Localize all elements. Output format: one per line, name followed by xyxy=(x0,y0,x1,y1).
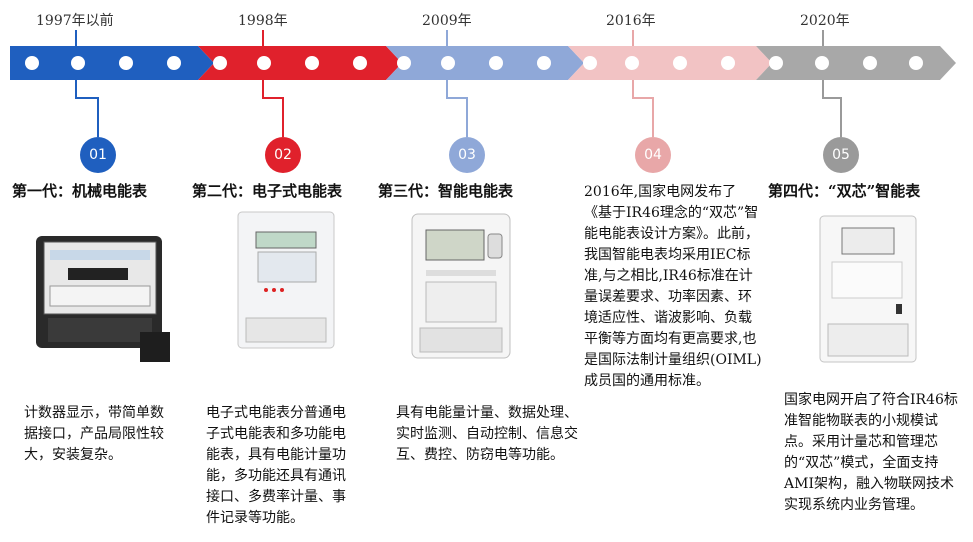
year-label-5: 2020年 xyxy=(800,13,850,29)
connector-3-a xyxy=(446,80,448,98)
description-3: 具有电能量计量、数据处理、实时监测、自动控制、信息交互、费控、防窃电等功能。 xyxy=(396,405,578,463)
connector-1-a xyxy=(75,80,77,98)
year-label-1: 1997年以前 xyxy=(36,13,114,29)
connector-1-c xyxy=(97,97,99,137)
generation-title-2: 第二代：电子式电能表 xyxy=(192,182,343,200)
connector-3-c xyxy=(466,97,468,137)
connector-5-b xyxy=(822,97,842,99)
stage-number-4: 04 xyxy=(635,137,671,173)
description-5: 国家电网开启了符合IR46标准智能物联表的小规模试点。采用计量芯和管理芯的“双芯… xyxy=(784,392,958,513)
mechanical-meter-image xyxy=(36,236,170,362)
connector-4-b xyxy=(632,97,654,99)
year-tick-4 xyxy=(632,30,634,46)
electronic-meter-image xyxy=(237,211,335,349)
stage-number-2: 02 xyxy=(265,137,301,173)
connector-4-a xyxy=(632,80,634,98)
generation-title-1: 第一代：机械电能表 xyxy=(12,182,148,200)
stage-number-3: 03 xyxy=(449,137,485,173)
description-2: 电子式电能表分普通电子式电能表和多功能电能表，具有电能计量功能，多功能还具有通讯… xyxy=(206,405,346,526)
timeline-segment-2 xyxy=(198,46,402,80)
timeline-segment-3 xyxy=(386,46,584,80)
year-tick-3 xyxy=(446,30,448,46)
connector-5-c xyxy=(840,97,842,137)
description-4: 2016年,国家电网发布了《基于IR46理念的“双芯”智能电能表设计方案》。此前… xyxy=(584,184,762,389)
timeline-dots xyxy=(25,56,923,70)
connector-2-c xyxy=(282,97,284,137)
connector-2-a xyxy=(262,80,264,98)
generation-title-5: 第四代：“双芯”智能表 xyxy=(768,182,921,200)
timeline-segment-5 xyxy=(756,46,956,80)
dual-core-meter-image xyxy=(819,215,917,363)
stage-number-1: 01 xyxy=(80,137,116,173)
smart-meter-image xyxy=(411,213,511,359)
timeline-segment-4 xyxy=(568,46,772,80)
generation-title-3: 第三代：智能电能表 xyxy=(378,182,514,200)
description-1: 计数器显示，带简单数据接口，产品局限性较大，安装复杂。 xyxy=(24,405,164,463)
year-label-4: 2016年 xyxy=(606,13,656,29)
timeline-arrow xyxy=(10,46,956,80)
year-tick-5 xyxy=(822,30,824,46)
year-label-3: 2009年 xyxy=(422,13,472,29)
year-tick-1 xyxy=(75,30,77,46)
connector-2-b xyxy=(262,97,284,99)
year-label-2: 1998年 xyxy=(238,13,288,29)
connector-3-b xyxy=(446,97,468,99)
connector-5-a xyxy=(822,80,824,98)
stage-number-5: 05 xyxy=(823,137,859,173)
connector-4-c xyxy=(652,97,654,137)
connector-1-b xyxy=(75,97,99,99)
timeline-segment-1 xyxy=(10,46,214,80)
year-tick-2 xyxy=(262,30,264,46)
